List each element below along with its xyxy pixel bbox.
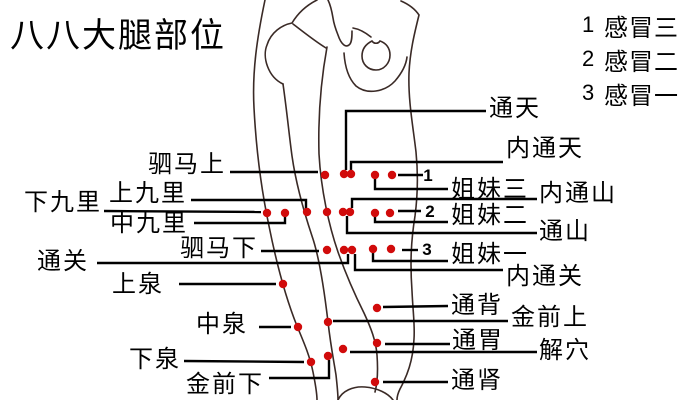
dot-tongshen bbox=[370, 377, 380, 387]
dot-shangquan bbox=[278, 279, 288, 289]
leg-outline-path bbox=[282, 83, 339, 400]
label-tongwei: 通胃 bbox=[452, 327, 504, 354]
legend: 1 感冒三 2 感冒二 3 感冒一 bbox=[582, 8, 679, 110]
leader-line-tongshan bbox=[345, 216, 537, 235]
label-neitongshan: 内通山 bbox=[539, 180, 617, 207]
label-neitongguan: 内通关 bbox=[506, 263, 584, 290]
dot-simaxia bbox=[322, 245, 332, 255]
dot-tongbei bbox=[372, 303, 382, 313]
label-jinqianxia: 金前下 bbox=[186, 371, 264, 398]
leader-line-jiemeier bbox=[373, 217, 448, 224]
dot-jiemeiyi bbox=[368, 244, 378, 254]
dot-neitongshan bbox=[345, 207, 355, 217]
leader-line-jiemeisan bbox=[373, 179, 448, 191]
leg-outline-path bbox=[252, 0, 318, 400]
dot-xiajiuli bbox=[262, 208, 272, 218]
label-tongshen: 通肾 bbox=[451, 367, 503, 394]
leg-outline-path bbox=[396, 0, 420, 400]
label-xiaquan: 下泉 bbox=[129, 346, 181, 373]
leader-line-jinqianxia bbox=[269, 360, 331, 380]
label-jiemeiyi: 姐妹一 bbox=[451, 241, 529, 268]
leg-outline-path bbox=[292, 23, 327, 49]
label-simaxia: 驷马下 bbox=[180, 235, 258, 262]
legend-number: 1 bbox=[582, 12, 595, 37]
leader-line-neitongshan bbox=[350, 197, 537, 208]
legend-item-1: 1 感冒三 bbox=[582, 8, 679, 42]
point-digit-1: 1 bbox=[423, 166, 432, 185]
leg-outline-path bbox=[327, 0, 353, 47]
leg-outline-path bbox=[337, 386, 394, 400]
dot-jinqianshang bbox=[323, 317, 333, 327]
label-zhongjiuli: 中九里 bbox=[110, 210, 188, 237]
dot-shangjiuli bbox=[302, 207, 312, 217]
dot-tongshan bbox=[338, 207, 348, 217]
dot-tongwei bbox=[372, 338, 382, 348]
legend-item-3: 3 感冒一 bbox=[582, 76, 679, 110]
label-tongtian: 通天 bbox=[489, 95, 541, 122]
leg-outline-path bbox=[264, 0, 318, 85]
leg-outline-path bbox=[361, 40, 391, 71]
dot-tongguan bbox=[339, 245, 349, 255]
leader-line-xiajiuli bbox=[103, 209, 262, 214]
point-digit-2: 2 bbox=[425, 202, 434, 221]
dot-simazhong bbox=[322, 207, 332, 217]
leader-line-tongtian bbox=[344, 109, 486, 170]
dot-ganmaoer bbox=[385, 208, 395, 218]
leg-outline-path bbox=[352, 27, 372, 38]
dot-ganmaosan bbox=[387, 170, 397, 180]
leader-line-zhongjiuli bbox=[194, 216, 287, 225]
legend-item-2: 2 感冒二 bbox=[582, 42, 679, 76]
dot-neitongtian bbox=[346, 169, 356, 179]
leader-line-neitongtian bbox=[349, 160, 503, 170]
dot-zhongquan bbox=[293, 322, 303, 332]
leader-line-jiemeiyi bbox=[371, 253, 448, 263]
leader-line-neitongguan bbox=[353, 254, 503, 272]
label-xiajiuli: 下九里 bbox=[24, 189, 102, 216]
label-neitongtian: 内通天 bbox=[506, 135, 584, 162]
dot-jiexue bbox=[338, 344, 348, 354]
page-title: 八八大腿部位 bbox=[10, 17, 226, 55]
dot-zhongjiuli bbox=[280, 208, 290, 218]
leg-outline-path bbox=[318, 46, 379, 393]
legend-number: 3 bbox=[582, 80, 595, 105]
dot-neitongguan bbox=[347, 245, 357, 255]
leader-line-tongbei bbox=[382, 304, 449, 309]
leader-line-xiaquan bbox=[183, 359, 305, 364]
point-digit-3: 3 bbox=[422, 240, 431, 259]
dot-jinqianxia bbox=[323, 351, 333, 361]
label-jiexue: 解穴 bbox=[539, 337, 591, 364]
label-jinqianshang: 金前上 bbox=[511, 304, 589, 331]
leader-line-tongguan bbox=[97, 254, 350, 265]
label-simashang: 驷马上 bbox=[148, 151, 226, 178]
dot-jiemeier bbox=[370, 208, 380, 218]
label-jiemeier: 姐妹二 bbox=[451, 202, 529, 229]
dot-ganmaoyi bbox=[386, 244, 396, 254]
label-tongshan: 通山 bbox=[539, 218, 591, 245]
legend-label: 感冒一 bbox=[604, 82, 679, 110]
leader-line-shangjiuli bbox=[191, 198, 308, 209]
dot-tongtian bbox=[339, 169, 349, 179]
label-tongguan: 通关 bbox=[37, 248, 89, 275]
label-zhongquan: 中泉 bbox=[196, 311, 248, 338]
legend-label: 感冒三 bbox=[604, 14, 679, 42]
legend-number: 2 bbox=[582, 46, 595, 71]
label-jiemeisan: 姐妹三 bbox=[451, 176, 529, 203]
dot-jiemeisan bbox=[370, 170, 380, 180]
label-shangjiuli: 上九里 bbox=[109, 180, 187, 207]
label-tongbei: 通背 bbox=[451, 292, 503, 319]
dot-simashang bbox=[320, 170, 330, 180]
dot-xiaquan bbox=[306, 357, 316, 367]
label-shangquan: 上泉 bbox=[112, 271, 164, 298]
leg-outline-path bbox=[343, 52, 408, 93]
legend-label: 感冒二 bbox=[604, 48, 679, 76]
